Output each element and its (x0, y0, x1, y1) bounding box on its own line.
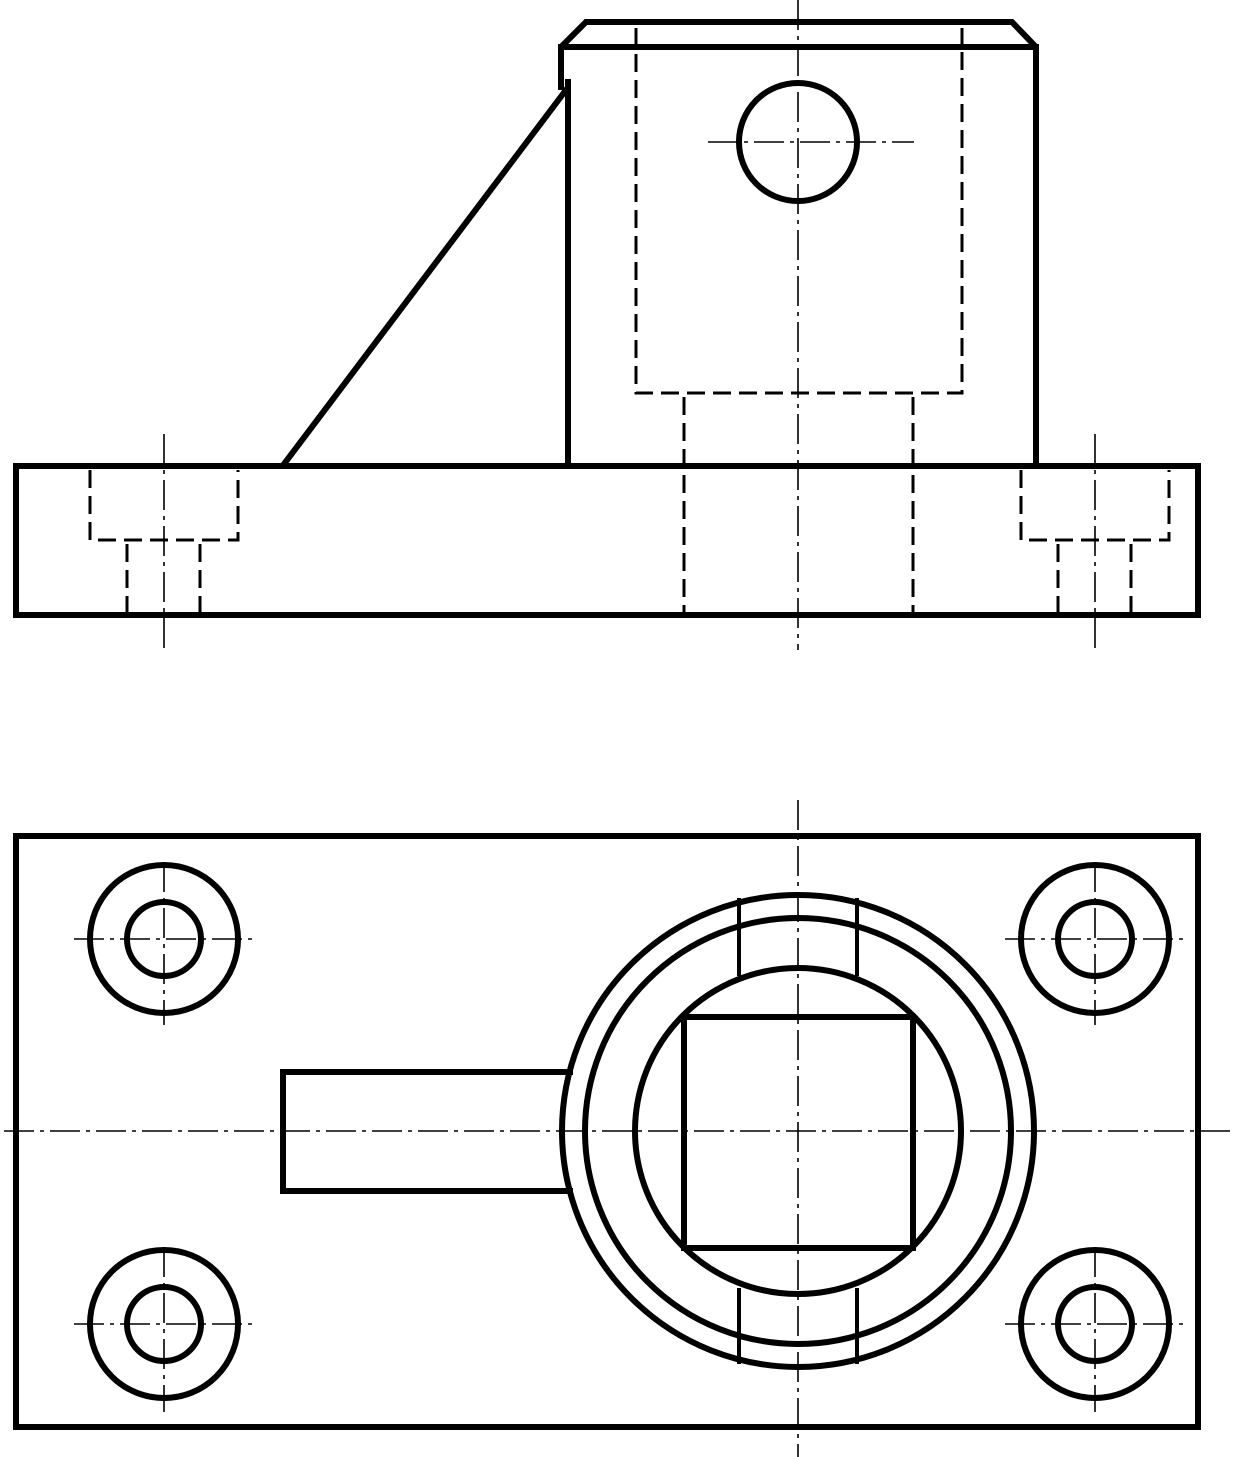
top-cross-hole-lines (737, 898, 859, 1364)
front-hidden-through-bore (682, 397, 915, 612)
front-base-plate (13, 463, 1201, 618)
top-square-bore (681, 1014, 916, 1251)
front-rib-edge (279, 85, 571, 469)
top-view (4, 800, 1236, 1457)
top-mounting-hole-bottom-left (74, 1247, 254, 1412)
top-mounting-hole-top-right (1005, 862, 1185, 1025)
front-hidden-square-bore (634, 28, 964, 395)
top-mounting-hole-bottom-right (1005, 1247, 1185, 1412)
top-mounting-hole-top-left (74, 862, 254, 1025)
front-view (13, 0, 1201, 650)
